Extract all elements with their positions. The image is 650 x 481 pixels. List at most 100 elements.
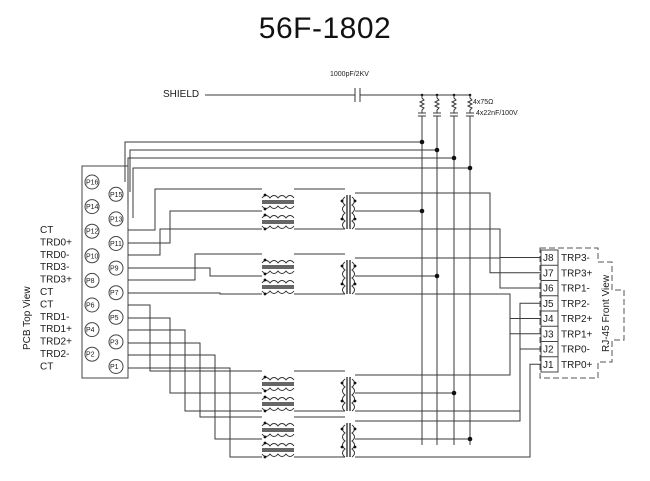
pcb-pin-label: P12 <box>86 229 99 236</box>
choke-winding <box>261 407 295 411</box>
choke-winding <box>261 397 295 401</box>
wire <box>128 304 262 372</box>
wire <box>128 342 262 418</box>
wire <box>128 292 262 295</box>
shield-label: SHIELD <box>163 89 199 100</box>
pcb-connector-body <box>81 165 129 379</box>
polarity-dot <box>263 435 267 439</box>
wire <box>355 318 541 376</box>
pcb-pin-label: P13 <box>110 216 123 223</box>
rj45-signal-label: TRP1- <box>561 284 590 295</box>
diagram-title: 56F-1802 <box>258 12 392 45</box>
polarity-dot <box>263 213 267 217</box>
choke-winding <box>261 443 295 447</box>
transformer-winding <box>342 261 346 295</box>
pcb-pin-p8 <box>84 272 100 288</box>
pcb-pin-label: P15 <box>110 192 123 199</box>
pcb-pin-label: P14 <box>86 204 99 211</box>
wire <box>127 157 454 206</box>
transformer-winding <box>351 378 355 412</box>
pcb-pin-label: P9 <box>110 266 119 273</box>
pcb-signal-label: TRD2- <box>40 349 69 360</box>
wire <box>355 293 541 335</box>
wire <box>128 329 262 412</box>
pcb-signal-label: TRD0+ <box>40 237 72 248</box>
wire <box>124 141 422 182</box>
polarity-dot <box>353 199 357 203</box>
pcb-pin-label: P5 <box>110 315 119 322</box>
pcb-pin-p2 <box>84 346 100 362</box>
polarity-dot <box>353 399 357 403</box>
transformer-channel <box>261 421 357 459</box>
pcb-pin-p11 <box>108 236 124 251</box>
polarity-dot <box>353 445 357 449</box>
pcb-pin-label: P6 <box>86 303 95 310</box>
pcb-pin-p15 <box>108 186 124 202</box>
shield-capacitor-label: 1000pF/2KV <box>330 71 369 78</box>
pcb-pin-p16 <box>84 174 100 190</box>
transformer-channel <box>261 193 357 231</box>
pcb-pin-p6 <box>84 297 100 313</box>
polarity-dot <box>263 272 267 276</box>
pcb-pin-p10 <box>84 248 100 264</box>
transformer-winding <box>342 424 346 458</box>
resistor-value-label: 4x75Ω <box>473 99 493 106</box>
rj45-signal-label: TRP0+ <box>561 360 593 371</box>
rj45-view-label: RJ-45 Front View <box>601 274 612 352</box>
choke-winding <box>261 225 295 229</box>
polarity-dot <box>340 199 344 203</box>
resistor-symbol <box>418 95 426 113</box>
wire <box>129 149 437 192</box>
choke-winding <box>261 423 295 427</box>
pcb-pin-label: P1 <box>110 364 119 371</box>
wire <box>355 363 541 458</box>
choke-winding <box>261 195 295 199</box>
rj45-pin-j6: J6 <box>543 284 554 295</box>
polarity-dot <box>263 375 267 379</box>
wire <box>128 367 262 458</box>
polarity-dot <box>353 217 357 221</box>
pcb-pin-label: P4 <box>86 327 95 334</box>
wire <box>355 348 541 422</box>
choke-winding <box>261 433 295 437</box>
polarity-dot <box>340 445 344 449</box>
pcb-pin-p7 <box>108 285 124 301</box>
rj45-signal-label: TRP3- <box>561 253 590 264</box>
rj45-pin-j8: J8 <box>543 253 554 264</box>
wire <box>128 253 262 281</box>
pcb-signal-label: CT <box>40 225 53 236</box>
polarity-dot <box>263 421 267 425</box>
wire <box>355 228 541 258</box>
polarity-dot <box>340 264 344 268</box>
polarity-dot <box>340 282 344 286</box>
polarity-dot <box>263 389 267 393</box>
transformer-channel <box>261 375 357 413</box>
junction-dot <box>434 147 440 153</box>
polarity-dot <box>340 427 344 431</box>
rj45-signal-label: TRP3+ <box>561 268 593 279</box>
choke-winding <box>261 270 295 274</box>
junction-dot <box>467 165 473 171</box>
junction-dot <box>467 436 473 442</box>
wire <box>355 192 541 274</box>
pcb-pin-p12 <box>84 223 100 239</box>
junction-dot <box>451 155 457 161</box>
transformer-winding <box>342 196 346 230</box>
rj45-pin-j3: J3 <box>543 329 554 340</box>
transformer-winding <box>351 424 355 458</box>
rj45-pin-j2: J2 <box>543 345 554 356</box>
pcb-pin-p13 <box>108 211 124 227</box>
rj45-outline <box>539 247 625 379</box>
choke-winding <box>261 215 295 219</box>
pcb-pin-p4 <box>84 322 100 338</box>
polarity-dot <box>263 193 267 197</box>
wire <box>128 210 262 244</box>
pcb-signal-label: CT <box>40 299 53 310</box>
pcb-pin-p14 <box>84 199 100 215</box>
polarity-dot <box>353 381 357 385</box>
resistor-symbol <box>450 95 458 113</box>
pcb-signal-label: CT <box>40 361 53 372</box>
transformer-winding <box>351 196 355 230</box>
junction-dot <box>434 273 440 279</box>
pcb-signal-label: TRD2+ <box>40 337 72 348</box>
